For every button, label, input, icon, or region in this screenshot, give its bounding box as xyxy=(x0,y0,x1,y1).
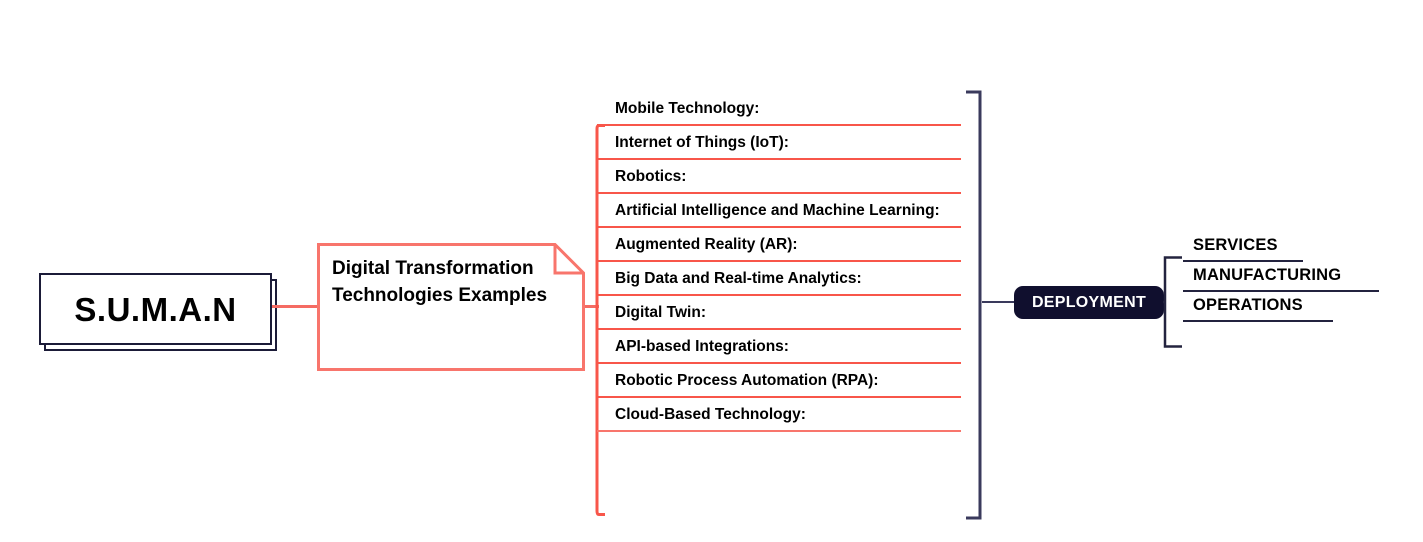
deployment-target-label: OPERATIONS xyxy=(1193,296,1303,314)
deployment-target-operations[interactable]: OPERATIONS xyxy=(1183,292,1418,322)
note-node-digital-transformation[interactable]: Digital Transformation Technologies Exam… xyxy=(317,243,585,371)
list-item[interactable]: API-based Integrations: xyxy=(597,330,961,364)
list-item-label: Robotic Process Automation (RPA): xyxy=(615,372,879,389)
connector-root-to-note xyxy=(272,305,320,308)
list-item-label: Robotics: xyxy=(615,168,687,185)
connector-list-to-deployment xyxy=(982,301,1016,303)
list-item-label: Artificial Intelligence and Machine Lear… xyxy=(615,202,940,219)
deployment-target-manufacturing[interactable]: MANUFACTURING xyxy=(1183,262,1418,292)
list-item[interactable]: Artificial Intelligence and Machine Lear… xyxy=(597,194,961,228)
list-item[interactable]: Augmented Reality (AR): xyxy=(597,228,961,262)
list-item[interactable]: Robotic Process Automation (RPA): xyxy=(597,364,961,398)
list-item-label: Mobile Technology: xyxy=(615,100,760,117)
list-item-label: Cloud-Based Technology: xyxy=(615,406,806,423)
list-item[interactable]: Digital Twin: xyxy=(597,296,961,330)
note-node-label: Digital Transformation Technologies Exam… xyxy=(332,258,548,306)
technology-list: Mobile Technology: Internet of Things (I… xyxy=(597,92,961,432)
deployment-targets-list: SERVICES MANUFACTURING OPERATIONS xyxy=(1183,232,1418,322)
deployment-targets-bracket xyxy=(1163,256,1183,348)
deployment-target-label: SERVICES xyxy=(1193,236,1278,254)
root-node-label: S.U.M.A.N xyxy=(74,290,237,328)
underline-rule xyxy=(1183,260,1303,262)
deployment-node-label: DEPLOYMENT xyxy=(1031,293,1147,311)
deployment-target-label: MANUFACTURING xyxy=(1193,266,1342,284)
list-bracket-navy xyxy=(964,90,982,520)
list-item[interactable]: Internet of Things (IoT): xyxy=(597,126,961,160)
bracket-navy-icon xyxy=(966,90,982,520)
bracket-targets-icon xyxy=(1163,256,1182,348)
underline-rule xyxy=(1183,320,1333,322)
list-item[interactable]: Robotics: xyxy=(597,160,961,194)
list-item-label: API-based Integrations: xyxy=(615,338,789,355)
connector-note-to-list xyxy=(585,305,599,308)
list-item[interactable]: Big Data and Real-time Analytics: xyxy=(597,262,961,296)
list-item[interactable]: Cloud-Based Technology: xyxy=(597,398,961,432)
root-node-suman[interactable]: S.U.M.A.N xyxy=(39,273,272,345)
underline-rule xyxy=(1183,290,1379,292)
deployment-target-services[interactable]: SERVICES xyxy=(1183,232,1418,262)
list-item[interactable]: Mobile Technology: xyxy=(597,92,961,126)
list-item-label: Internet of Things (IoT): xyxy=(615,134,789,151)
deployment-node[interactable]: DEPLOYMENT xyxy=(1014,286,1164,319)
list-item-label: Digital Twin: xyxy=(615,304,706,321)
list-item-label: Augmented Reality (AR): xyxy=(615,236,798,253)
list-item-label: Big Data and Real-time Analytics: xyxy=(615,270,862,287)
note-shape-icon xyxy=(317,243,585,371)
